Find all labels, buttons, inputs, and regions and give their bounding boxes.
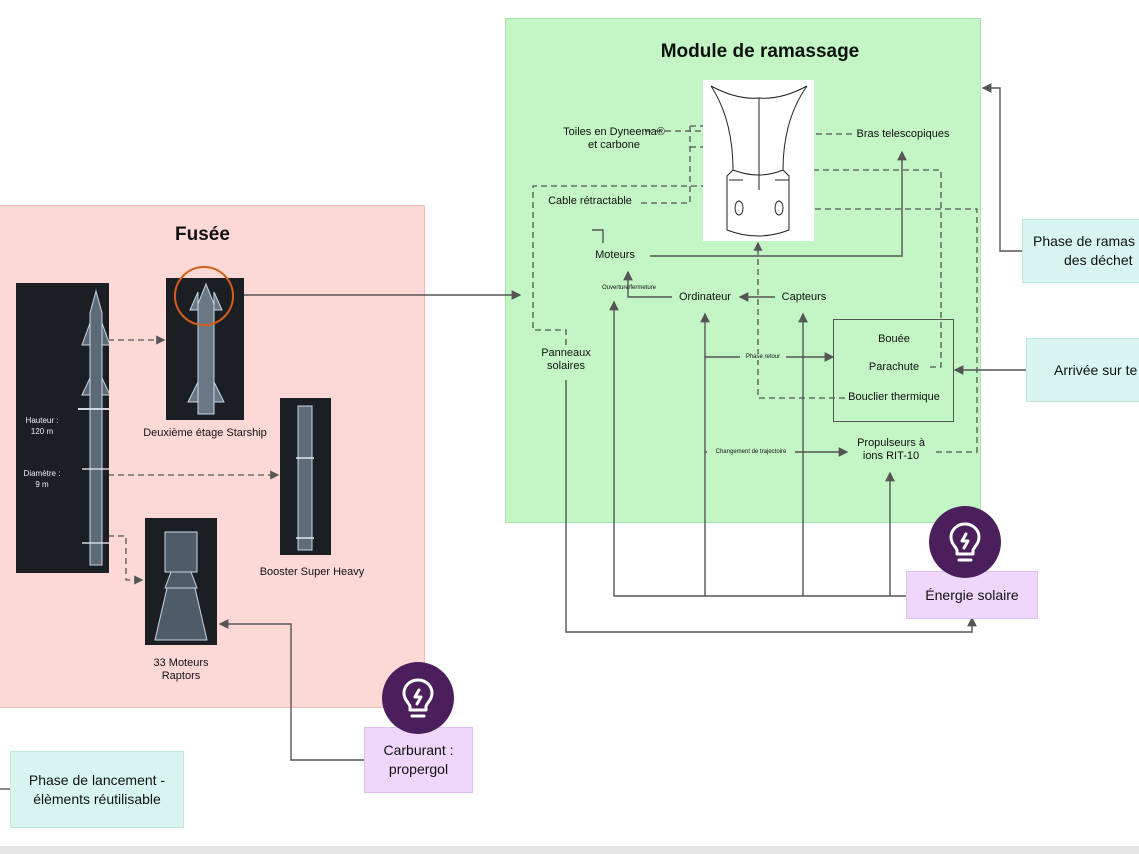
- cable-link: [640, 126, 691, 204]
- raptors-label-line2: Raptors: [161, 670, 201, 682]
- arrivee-box: Arrivée sur te: [1026, 338, 1139, 402]
- bouclier-label: Bouclier thermique: [848, 391, 940, 403]
- bouee-label: Bouée: [878, 333, 910, 345]
- propulseurs-label-line1: Propulseurs à: [857, 437, 925, 449]
- rocket-image: [78, 289, 112, 566]
- carburant-line2: propergol: [388, 761, 449, 777]
- capsule-image: [703, 80, 814, 241]
- carburant-line1: Carburant :: [383, 742, 454, 758]
- booster-label: Booster Super Heavy: [259, 566, 365, 578]
- bras-label: Bras telescopiques: [856, 128, 950, 140]
- moteurs-label: Moteurs: [595, 249, 635, 261]
- parachute-label: Parachute: [868, 361, 920, 373]
- phase-lancement-line1: Phase de lancement -: [28, 771, 166, 788]
- propulseurs-dashed: [786, 204, 978, 453]
- phase-lancement-box: Phase de lancement - élèments réutilisab…: [10, 751, 184, 828]
- ramassage-arrow: [981, 83, 1022, 252]
- diameter-value: 9 m: [35, 480, 49, 489]
- full-rocket-image: Hauteur : 120 m Diamètre : 9 m: [16, 283, 112, 573]
- phase-lancement-line2: élèments réutilisable: [33, 790, 161, 807]
- bottom-scrollbar[interactable]: [0, 846, 1139, 854]
- bouclier-dashed: [753, 241, 845, 399]
- panneaux-label-line1: Panneaux: [541, 347, 591, 359]
- energie-to-moteurs: [609, 300, 906, 597]
- panneaux-to-energie: [565, 380, 977, 633]
- phase-ramassage-line2: des déchet: [1064, 252, 1133, 268]
- ordinateur-label: Ordinateur: [679, 291, 731, 303]
- energie-solaire-label: Énergie solaire: [925, 586, 1019, 603]
- fuel-to-engines-arrow: [218, 619, 365, 761]
- raptors-label-line1: 33 Moteurs: [153, 657, 209, 669]
- phase-retour-label: Phase retour: [740, 354, 786, 360]
- height-label: Hauteur :: [25, 416, 59, 425]
- panneaux-dashed: [532, 181, 732, 345]
- launch-title: Fusée: [175, 224, 230, 245]
- arrivee-label: Arrivée sur te: [1054, 361, 1138, 378]
- panneaux-label-line2: solaires: [547, 360, 585, 372]
- ordinateur-to-moteurs: [623, 270, 672, 298]
- toiles-label-line2: et carbone: [588, 139, 640, 151]
- cable-label: Cable rétractable: [548, 195, 632, 207]
- energie-solaire-box: Énergie solaire: [906, 571, 1038, 619]
- capteurs-label: Capteurs: [781, 291, 827, 303]
- lightbulb-icon: [929, 506, 1001, 578]
- stack-to-raptors: [108, 535, 144, 585]
- highlight-ring: [174, 266, 234, 326]
- changement-label: Changement de trajectoire: [707, 449, 795, 455]
- capsule-drawing: [710, 85, 808, 237]
- second-stage-label: Deuxième étage Starship: [143, 427, 267, 439]
- recovery-systems-box: [833, 319, 954, 422]
- moteurs-to-cable: [592, 229, 604, 243]
- carburant-box: Carburant : propergol: [364, 727, 473, 793]
- collection-title: Module de ramassage: [660, 41, 860, 62]
- diameter-label: Diamètre :: [23, 469, 61, 478]
- height-value: 120 m: [30, 427, 54, 436]
- phase-ramassage-box: Phase de ramas des déchet: [1022, 219, 1139, 283]
- toiles-label-line1: Toiles en Dyneema®: [563, 126, 665, 138]
- propulseurs-label-line2: ions RIT-10: [862, 450, 920, 462]
- raptors-image: [145, 518, 217, 645]
- ouverture-label: Ouverture/fermeture: [601, 285, 657, 291]
- phase-ramassage-line1: Phase de ramas: [1033, 233, 1135, 249]
- lightbulb-icon: [382, 662, 454, 734]
- moteurs-to-bras: [650, 150, 907, 257]
- booster-image: [280, 398, 331, 555]
